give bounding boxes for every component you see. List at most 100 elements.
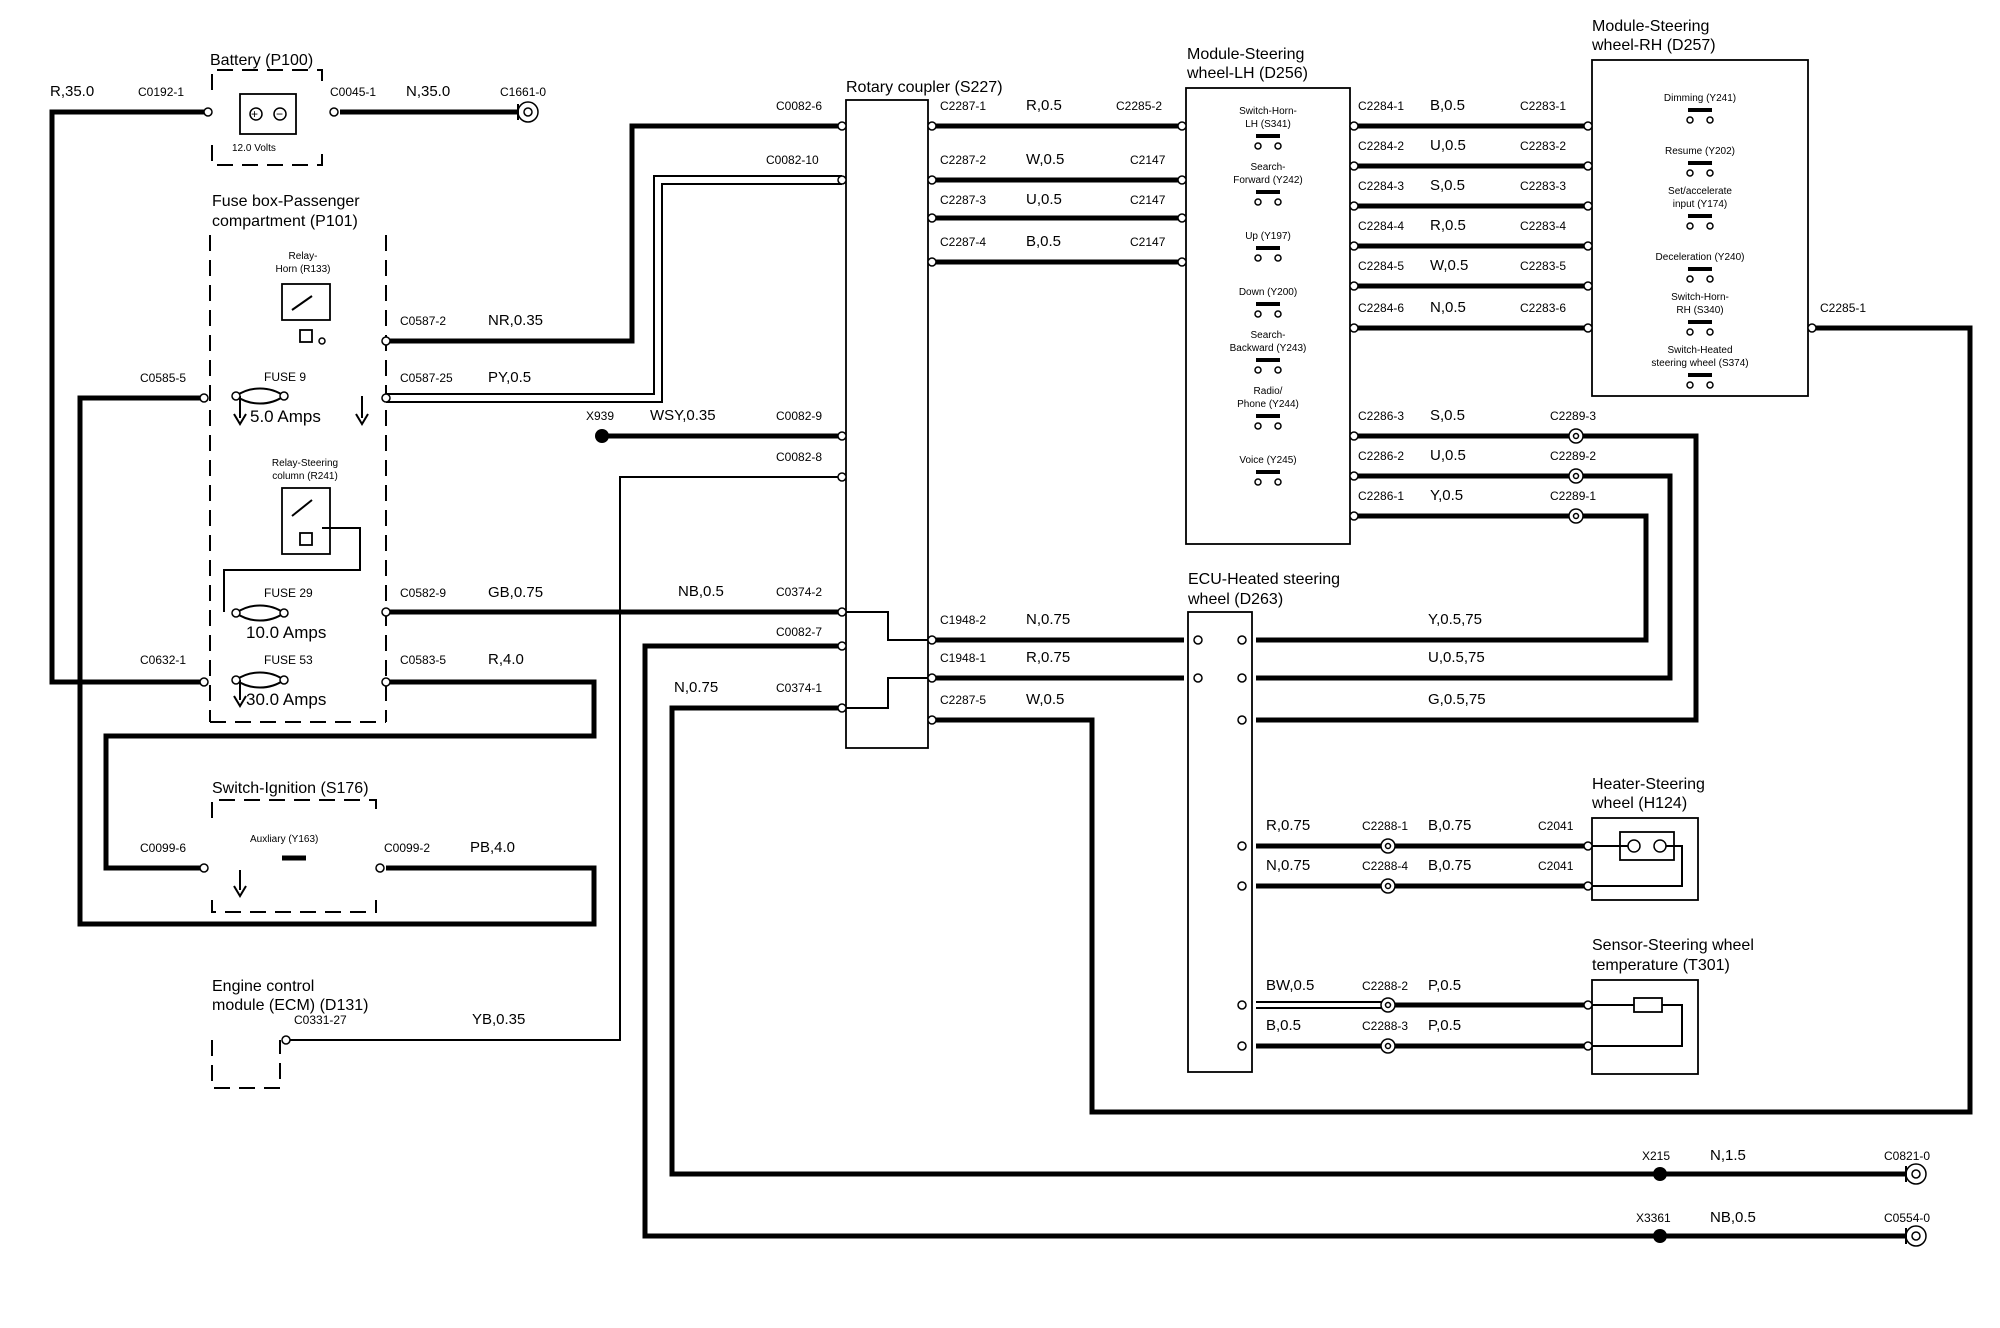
conn-c2289-2: C2289-2 <box>1550 449 1596 463</box>
terminal-pin <box>837 703 847 713</box>
conn-c2283-2: C2283-2 <box>1520 139 1566 153</box>
conn-c2287-4: C2287-4 <box>940 235 986 249</box>
splice-x3361 <box>1653 1229 1667 1243</box>
conn-c2288-2: C2288-2 <box>1362 979 1408 993</box>
terminal-pin <box>927 257 937 267</box>
ignition-switch: Switch-Ignition (S176) Auxliary (Y163) <box>211 780 377 913</box>
switch-label: RH (S340) <box>1676 305 1723 316</box>
terminal-pin <box>1583 1000 1593 1010</box>
connector-labels: C0192-1 C0045-1 C1661-0 C0587-2 C0585-5 … <box>138 85 1930 1225</box>
module-lh-switch-list: Switch-Horn-LH (S341)Search-Forward (Y24… <box>1230 106 1307 486</box>
terminal-pin <box>203 107 213 117</box>
module-lh-box <box>1185 87 1351 545</box>
wire-n15: N,1.5 <box>1710 1147 1746 1164</box>
wire-u0575: U,0.5,75 <box>1428 649 1485 666</box>
terminal-pin <box>1583 281 1593 291</box>
terminal-pin <box>1237 1000 1247 1010</box>
battery-component: + − Battery (P100) 12.0 Volts <box>210 52 323 166</box>
wire-n35: N,35.0 <box>406 83 450 100</box>
switch-label: Switch-Horn- <box>1671 292 1729 303</box>
conn-c2284-5: C2284-5 <box>1358 259 1404 273</box>
terminal-pin <box>837 431 847 441</box>
conn-c2284-3: C2284-3 <box>1358 179 1404 193</box>
relay-steering-label-2: column (R241) <box>272 471 338 482</box>
terminal-pin <box>1349 323 1359 333</box>
module-rh-switch-list: Dimming (Y241)Resume (Y202)Set/accelerat… <box>1651 93 1749 389</box>
switch-label: Voice (Y245) <box>1239 455 1296 466</box>
switch-label: Switch-Heated <box>1667 345 1732 356</box>
ignition-title: Switch-Ignition (S176) <box>212 780 369 797</box>
wire-rot-w05: W,0.5 <box>1026 151 1064 168</box>
conn-c0192-1: C0192-1 <box>138 85 184 99</box>
terminal-pin <box>927 213 937 223</box>
wire-b075-a: B,0.75 <box>1428 817 1471 834</box>
terminal-pin <box>1349 161 1359 171</box>
terminal-pin <box>1583 161 1593 171</box>
switch-label: Phone (Y244) <box>1237 399 1299 410</box>
conn-c2288-1: C2288-1 <box>1362 819 1408 833</box>
sensor-title-1: Sensor-Steering wheel <box>1592 937 1754 954</box>
switch-label: Radio/ <box>1254 386 1283 397</box>
module-rh-title-2: wheel-RH (D257) <box>1591 37 1716 54</box>
wire-n075-a: N,0.75 <box>674 679 718 696</box>
fuse29-rating: 10.0 Amps <box>246 623 326 642</box>
terminal-pin <box>281 1035 291 1045</box>
conn-c2147-b: C2147 <box>1130 193 1166 207</box>
wire-r05: R,0.5 <box>1430 217 1466 234</box>
wire-u05: U,0.5 <box>1430 137 1466 154</box>
terminal-pin <box>927 121 937 131</box>
conn-c2284-4: C2284-4 <box>1358 219 1404 233</box>
terminal-pin <box>927 635 937 645</box>
fusebox-title-2: compartment (P101) <box>212 213 358 230</box>
terminal-pin <box>1237 715 1247 725</box>
fusebox-title-1: Fuse box-Passenger <box>212 193 360 210</box>
switch-label: Backward (Y243) <box>1230 343 1307 354</box>
conn-c2287-5: C2287-5 <box>940 693 986 707</box>
wire-gb075: GB,0.75 <box>488 584 543 601</box>
wire-w05: W,0.5 <box>1430 257 1468 274</box>
relay-horn-label-1: Relay- <box>289 251 318 262</box>
terminal-pin <box>381 607 391 617</box>
conn-c2286-3: C2286-3 <box>1358 409 1404 423</box>
relay-horn-icon <box>281 283 331 321</box>
terminal-pin <box>199 863 209 873</box>
conn-c2283-5: C2283-5 <box>1520 259 1566 273</box>
splice-x215 <box>1653 1167 1667 1181</box>
conn-c0331-27: C0331-27 <box>294 1013 347 1027</box>
terminal-pin <box>375 863 385 873</box>
terminal-pin <box>1177 257 1187 267</box>
conn-c2283-3: C2283-3 <box>1520 179 1566 193</box>
terminal-pin <box>1583 241 1593 251</box>
wire-wsy035: WSY,0.35 <box>650 407 716 424</box>
wire-nr035: NR,0.35 <box>488 312 543 329</box>
conn-c2285-2: C2285-2 <box>1116 99 1162 113</box>
wire-rot-w05b: W,0.5 <box>1026 691 1064 708</box>
terminal-pin <box>1349 121 1359 131</box>
wire-n05: N,0.5 <box>1430 299 1466 316</box>
switch-label: LH (S341) <box>1245 119 1291 130</box>
wire-p05-b: P,0.5 <box>1428 1017 1461 1034</box>
switch-label: Set/accelerate <box>1668 186 1732 197</box>
terminal-pin <box>1583 323 1593 333</box>
conn-c0583-5: C0583-5 <box>400 653 446 667</box>
conn-c2287-2: C2287-2 <box>940 153 986 167</box>
terminal-pin <box>381 677 391 687</box>
ground-c0554 <box>1905 1225 1927 1247</box>
terminal-pin <box>837 607 847 617</box>
wire-rot-n075: N,0.75 <box>1026 611 1070 628</box>
wire-pb40: PB,4.0 <box>470 839 515 856</box>
conn-c1661-0: C1661-0 <box>500 85 546 99</box>
conn-c2284-6: C2284-6 <box>1358 301 1404 315</box>
module-lh-title-1: Module-Steering <box>1187 46 1304 63</box>
terminal-pin <box>927 715 937 725</box>
terminal-pin <box>1237 1041 1247 1051</box>
ground-c0821 <box>1905 1163 1927 1185</box>
terminal-pin <box>199 393 209 403</box>
wire-paths <box>49 109 1973 1239</box>
sensor-resistor-icon <box>1633 997 1663 1013</box>
battery-title: Battery (P100) <box>210 52 313 69</box>
ignition-contact: Auxliary (Y163) <box>250 834 318 845</box>
terminal-pin <box>1237 881 1247 891</box>
wire-g0575: G,0.5,75 <box>1428 691 1486 708</box>
svg-text:−: − <box>276 107 283 121</box>
